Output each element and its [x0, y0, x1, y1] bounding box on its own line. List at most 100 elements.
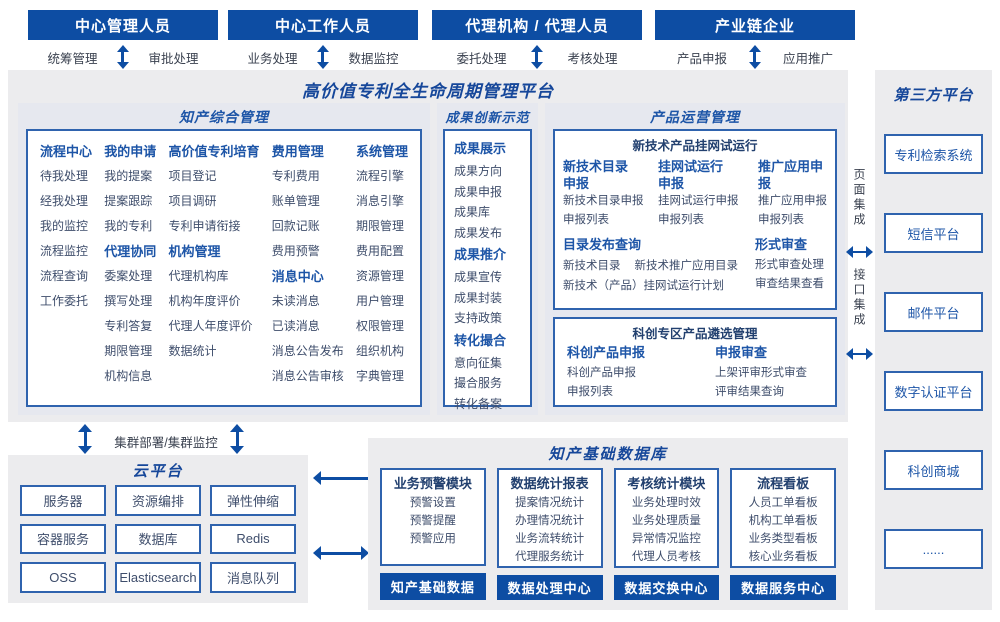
menu-entry: 支持政策: [454, 311, 503, 325]
menu-entry: 我的申请: [104, 144, 157, 159]
role-group-industry: 产业链企业 产品申报 应用推广: [655, 10, 855, 70]
cloud-box: 资源编排: [115, 485, 201, 516]
cloud-box: 数据库: [115, 523, 201, 555]
third-party-box: 邮件平台: [884, 292, 983, 332]
column-item: 申报列表: [658, 214, 704, 226]
column-item: 科创产品申报: [567, 367, 636, 379]
horizontal-double-arrow-icon: [313, 546, 369, 560]
subpanel-trial-run: 新技术产品挂网试运行 新技术目录申报 新技术目录申报申报列表 挂网试运行申报 挂…: [553, 129, 837, 310]
column-item: 新技术（产品）挂网试运行计划: [563, 280, 724, 292]
horizontal-double-arrow-icon: [846, 246, 873, 258]
role-label-right: 考核处理: [567, 51, 618, 66]
menu-entry: 工作委托: [40, 294, 89, 308]
column-heading: 科创产品申报: [567, 345, 646, 360]
menu-entry: 提案跟踪: [104, 194, 153, 208]
selection-column: 科创产品申报 科创产品申报申报列表: [567, 344, 715, 402]
role-bar: 中心工作人员: [228, 10, 418, 40]
column-item: 新技术推广应用目录: [634, 260, 739, 272]
ip-column-application: 我的申请我的提案提案跟踪我的专利代理协同委案处理撰写处理专利答复期限管理机构信息: [104, 139, 156, 397]
third-party-box: 专利检索系统: [884, 134, 983, 174]
cloud-box: OSS: [20, 562, 106, 593]
column-item: 审查结果查看: [755, 278, 824, 290]
db-box: 考核统计模块 业务处理时效业务处理质量异常情况监控代理人员考核: [613, 468, 720, 568]
main-platform-container: 高价值专利全生命周期管理平台 知产综合管理 流程中心待我处理经我处理我的监控流程…: [8, 70, 848, 422]
column-item: 申报列表: [563, 214, 609, 226]
menu-entry: 未读消息: [271, 294, 320, 308]
role-bar: 代理机构 / 代理人员: [432, 10, 642, 40]
menu-entry: 代理协同: [104, 244, 157, 259]
cloud-box: Elasticsearch: [115, 562, 201, 593]
menu-entry: 项目调研: [168, 194, 217, 208]
panel-title: 知产综合管理: [179, 109, 269, 125]
menu-entry: 费用预警: [271, 244, 320, 258]
db-column: 流程看板 人员工单看板机构工单看板业务类型看板核心业务看板 数据服务中心: [730, 468, 836, 600]
menu-entry: 权限管理: [355, 319, 404, 333]
db-column: 数据统计报表 提案情况统计办理情况统计业务流转统计代理服务统计 数据处理中心: [496, 468, 603, 600]
db-column: 业务预警模块 预警设置预警提醒预警应用 知产基础数据: [380, 468, 486, 600]
column-item: 预警设置: [409, 497, 456, 509]
column-heading: 考核统计模块: [627, 476, 706, 491]
role-group-agency: 代理机构 / 代理人员 委托处理 考核处理: [432, 10, 642, 70]
db-column: 考核统计模块 业务处理时效业务处理质量异常情况监控代理人员考核 数据交换中心: [613, 468, 720, 600]
column-item: 上架评审形式审查: [715, 367, 807, 379]
db-panel: 知产基础数据库 业务预警模块 预警设置预警提醒预警应用 知产基础数据 数据统计报…: [368, 438, 848, 610]
third-party-panel: 第三方平台 专利检索系统短信平台邮件平台数字认证平台科创商城......: [875, 70, 992, 610]
ip-column-cultivation: 高价值专利培育项目登记项目调研专利申请衔接机构管理代理机构库机构年度评价代理人年…: [168, 139, 259, 397]
column-item: 人员工单看板: [748, 497, 818, 509]
column-item: 预警应用: [409, 533, 456, 545]
menu-entry: 撰写处理: [104, 294, 153, 308]
menu-entry: 成果方向: [454, 164, 503, 178]
catalog-query-group: 目录发布查询 新技术目录新技术推广应用目录新技术（产品）挂网试运行计划: [563, 236, 755, 296]
achievement-box: 成果展示成果方向成果申报成果库成果发布成果推介成果宣传成果封装支持政策转化撮合意…: [443, 129, 532, 411]
column-item: 提案情况统计: [515, 497, 585, 509]
menu-entry: 机构信息: [104, 369, 153, 383]
column-heading: 业务预警模块: [393, 476, 472, 491]
column-heading: 推广应用申报: [758, 159, 824, 191]
menu-entry: 费用管理: [271, 144, 324, 159]
role-group-center-staff: 中心工作人员 业务处理 数据监控: [228, 10, 418, 70]
third-party-list: 专利检索系统短信平台邮件平台数字认证平台科创商城......: [875, 134, 992, 569]
menu-entry: 组织机构: [355, 344, 404, 358]
column-item: 机构工单看板: [748, 515, 818, 527]
column-item: 申报列表: [567, 386, 613, 398]
menu-entry: 用户管理: [355, 294, 404, 308]
menu-entry: 回款记账: [271, 219, 320, 233]
menu-entry: 已读消息: [271, 319, 320, 333]
menu-entry: 消息公告发布: [271, 344, 344, 358]
role-label-left: 产品申报: [676, 51, 727, 66]
column-heading: 挂网试运行申报: [658, 159, 724, 191]
cloud-box: 弹性伸缩: [210, 485, 296, 516]
third-party-box: 短信平台: [884, 213, 983, 253]
menu-entry: 撮合服务: [454, 376, 503, 390]
menu-entry: 期限管理: [104, 344, 153, 358]
column-item: 业务处理质量: [631, 515, 701, 527]
menu-entry: 成果推介: [454, 247, 507, 262]
column-heading: 形式审查: [755, 237, 808, 252]
column-heading: 新技术目录申报: [563, 159, 629, 191]
vertical-double-arrow-icon: [530, 45, 543, 69]
column-item: 评审结果查询: [715, 386, 784, 398]
subpanel-sci-tech-selection: 科创专区产品遴选管理 科创产品申报 科创产品申报申报列表 申报审查 上架评审形式…: [553, 317, 837, 407]
column-item: 业务处理时效: [631, 497, 701, 509]
menu-entry: 数据统计: [168, 344, 217, 358]
menu-entry: 代理人年度评价: [168, 319, 253, 333]
menu-entry: 成果申报: [454, 184, 503, 199]
db-footer: 数据交换中心: [613, 575, 720, 600]
column-item: 新技术目录: [563, 260, 621, 272]
column-item: 代理服务统计: [515, 551, 585, 563]
menu-entry: 资源管理: [355, 269, 404, 283]
ip-management-box: 流程中心待我处理经我处理我的监控流程监控流程查询工作委托 我的申请我的提案提案跟…: [26, 129, 422, 407]
ip-column-process: 流程中心待我处理经我处理我的监控流程监控流程查询工作委托: [40, 139, 92, 397]
menu-entry: 机构管理: [168, 244, 221, 259]
role-label-right: 应用推广: [782, 51, 833, 66]
third-party-box: 数字认证平台: [884, 371, 983, 411]
db-title: 知产基础数据库: [548, 446, 668, 463]
menu-entry: 委案处理: [104, 269, 153, 283]
db-footer: 知产基础数据: [380, 573, 486, 600]
menu-entry: 待我处理: [40, 169, 89, 183]
menu-entry: 项目登记: [168, 169, 217, 183]
db-box: 业务预警模块 预警设置预警提醒预警应用: [380, 468, 486, 566]
cloud-box: 服务器: [20, 485, 106, 516]
